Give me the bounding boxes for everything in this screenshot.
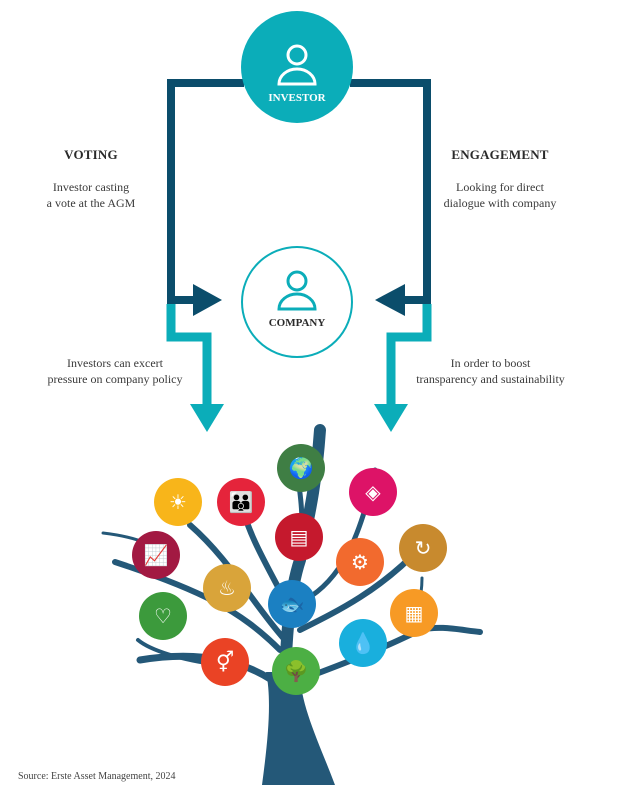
engagement-description-line: dialogue with company	[443, 196, 557, 210]
sdg-circle	[336, 538, 384, 586]
engagement-flow-line	[350, 79, 431, 304]
sdg-circle	[203, 564, 251, 612]
forest-life-on-land-icon: 🌳	[272, 647, 320, 695]
sdg-glyph: ♨	[218, 576, 236, 600]
sdg-glyph: ♡	[154, 604, 172, 628]
health-heart-icon: ♡	[139, 592, 187, 640]
water-drop-icon: 💧	[339, 619, 387, 667]
sdg-circle	[201, 638, 249, 686]
family-icon: 👪	[217, 478, 265, 526]
sdg-circle	[349, 468, 397, 516]
sdg-glyph: 🌍	[289, 456, 314, 480]
voting-pressure-line	[166, 304, 212, 408]
company-node	[241, 246, 353, 358]
industry-gears-icon: ⚙	[336, 538, 384, 586]
sdg-glyph: 🌳	[284, 659, 309, 683]
sdg-circle	[272, 647, 320, 695]
sdg-glyph: 🐟	[280, 592, 305, 616]
engagement-boost-arrowhead	[374, 404, 408, 432]
engagement-description-line: Looking for direct	[456, 180, 544, 194]
voting-title: VOTING	[64, 147, 118, 162]
sdg-glyph: ↻	[415, 536, 432, 560]
sdg-glyph: 👪	[229, 490, 254, 514]
engagement-effect-line: transparency and sustainability	[416, 372, 565, 386]
voting-description: Investor casting a vote at the AGM	[16, 179, 166, 211]
globe-icon: 🌍	[277, 444, 325, 492]
engagement-title: ENGAGEMENT	[451, 147, 549, 162]
sdg-circle	[275, 513, 323, 561]
engagement-effect-line: In order to boost	[450, 356, 531, 370]
engagement-description: Looking for direct dialogue with company	[425, 179, 575, 211]
sdg-circle	[277, 444, 325, 492]
sdg-glyph: ◈	[365, 480, 381, 504]
sdg-glyph: ☀	[169, 490, 187, 514]
sdg-glyph: ⚥	[216, 650, 234, 674]
voting-effect-line: pressure on company policy	[47, 372, 183, 386]
sdg-glyph: ▦	[405, 601, 424, 625]
sdg-circle	[132, 531, 180, 579]
engagement-boost-line	[386, 304, 432, 408]
economic-growth-icon: 📈	[132, 531, 180, 579]
investor-node	[241, 11, 353, 123]
reduced-inequality-icon: ◈	[349, 468, 397, 516]
voting-pressure-arrowhead	[190, 404, 224, 432]
education-icon: ▤	[275, 513, 323, 561]
voting-effect: Investors can excert pressure on company…	[30, 355, 200, 387]
sdg-circle	[154, 478, 202, 526]
sustainable-cities-icon: ▦	[390, 589, 438, 637]
sdg-circle	[390, 589, 438, 637]
sdg-circle	[217, 478, 265, 526]
engagement-effect: In order to boost transparency and susta…	[398, 355, 583, 387]
engagement-arrowhead	[375, 284, 405, 316]
company-label: COMPANY	[268, 317, 326, 329]
sdg-circle	[339, 619, 387, 667]
source-note: Source: Erste Asset Management, 2024	[18, 771, 176, 782]
food-bowl-icon: ♨	[203, 564, 251, 612]
sdg-circle	[268, 580, 316, 628]
sdg-glyph: ▤	[290, 525, 309, 549]
sdg-glyph: 💧	[351, 631, 376, 655]
sdg-circle	[139, 592, 187, 640]
voting-description-line: Investor casting	[52, 180, 130, 194]
voting-description-line: a vote at the AGM	[46, 196, 136, 210]
gender-equality-icon: ⚥	[201, 638, 249, 686]
fish-life-below-water-icon: 🐟	[268, 580, 316, 628]
investor-person-icon	[277, 44, 317, 86]
voting-flow-line	[167, 79, 244, 304]
voting-effect-line: Investors can excert	[67, 356, 163, 370]
company-person-icon	[277, 270, 317, 311]
sdg-circle	[399, 524, 447, 572]
voting-arrowhead	[193, 284, 222, 316]
sun-energy-icon: ☀	[154, 478, 202, 526]
responsible-consumption-icon: ↻	[399, 524, 447, 572]
sdg-glyph: 📈	[144, 543, 169, 567]
sdg-glyph: ⚙	[351, 550, 369, 574]
investor-label: INVESTOR	[268, 92, 326, 104]
